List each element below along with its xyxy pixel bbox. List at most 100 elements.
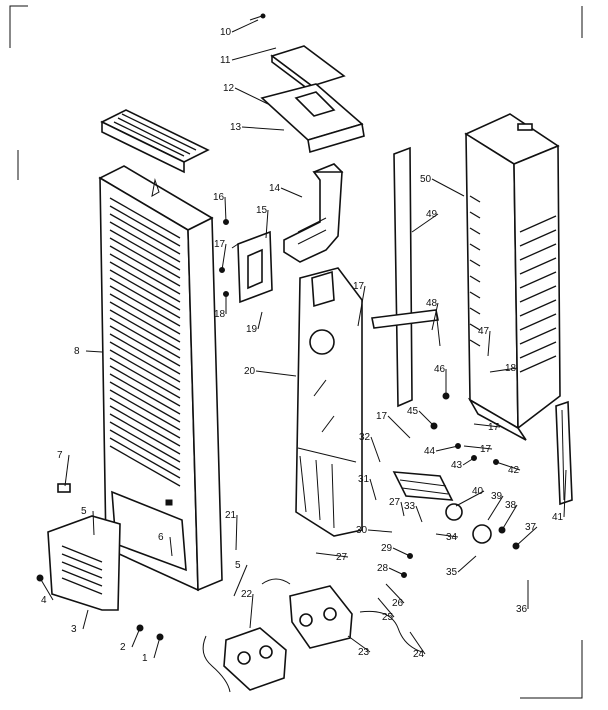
callout-leader-c50	[431, 178, 465, 197]
callout-c30: 30	[356, 525, 368, 536]
callout-c47: 47	[478, 326, 490, 337]
callout-leader-c43	[462, 457, 475, 466]
callout-c35: 35	[446, 567, 458, 578]
callout-c6: 6	[158, 532, 164, 543]
callout-c20: 20	[244, 366, 256, 377]
callout-c25: 25	[382, 612, 394, 623]
side-bracket	[555, 400, 573, 506]
callout-c50: 50	[420, 174, 432, 185]
callout-c19: 19	[246, 324, 258, 335]
top-vent-grille	[100, 109, 210, 197]
callout-leader-c6	[169, 536, 173, 557]
callout-leader-c37	[515, 526, 538, 547]
callout-leader-c47	[487, 330, 491, 357]
callout-c5b: 5	[235, 560, 241, 571]
burner-assembly	[392, 471, 492, 544]
callout-leader-c19	[257, 311, 263, 330]
callout-c12: 12	[223, 83, 235, 94]
callout-c3: 3	[71, 624, 77, 635]
callout-leader-c4	[39, 577, 54, 601]
callout-leader-c32	[370, 436, 381, 463]
callout-leader-c21	[235, 514, 238, 551]
callout-leader-c14	[280, 187, 303, 198]
callout-leader-c15	[265, 209, 269, 239]
callout-c21: 21	[225, 510, 237, 521]
callout-leader-c10	[231, 19, 259, 33]
callout-c5: 5	[81, 506, 87, 517]
callout-c4: 4	[41, 595, 47, 606]
front-grille-louvers	[109, 197, 181, 487]
callout-c27b: 27	[389, 497, 401, 508]
callout-leader-c31	[369, 478, 377, 501]
callout-leader-c7	[64, 454, 70, 487]
callout-c37: 37	[525, 522, 537, 533]
callout-c2: 2	[120, 642, 126, 653]
callout-c17e: 17	[480, 444, 492, 455]
callout-c34: 34	[446, 532, 458, 543]
callout-leader-c17e	[463, 445, 493, 450]
frame-bracket	[231, 230, 273, 304]
callout-c46: 46	[434, 364, 446, 375]
top-duct-assembly	[249, 13, 365, 154]
access-panel-louvers	[61, 545, 103, 595]
callout-leader-c24	[409, 631, 426, 655]
callout-c36: 36	[516, 604, 528, 615]
rear-cabinet-louvers	[519, 215, 557, 373]
callout-leader-c12	[234, 87, 269, 105]
callout-c41: 41	[552, 512, 564, 523]
callout-c40: 40	[472, 486, 484, 497]
frame-marks	[9, 5, 583, 699]
callout-leader-c34	[435, 533, 459, 538]
callout-leader-c17d	[473, 423, 501, 428]
callout-leader-c27	[315, 552, 349, 558]
callout-leader-c23	[347, 635, 371, 653]
callout-c45: 45	[407, 406, 419, 417]
callout-c7: 7	[57, 450, 63, 461]
callout-leader-c16	[224, 196, 227, 223]
callout-leader-c28	[388, 567, 405, 576]
rear-cabinet	[464, 113, 561, 441]
callout-leader-c8	[85, 350, 103, 353]
heat-exchanger	[295, 267, 363, 537]
access-panel	[47, 515, 121, 611]
callout-leader-c38	[501, 504, 518, 531]
callout-leader-c22	[249, 593, 254, 629]
callout-c48: 48	[426, 298, 438, 309]
callout-c13: 13	[230, 122, 242, 133]
callout-c18b: 18	[505, 363, 517, 374]
callout-c42: 42	[508, 465, 520, 476]
callout-c39: 39	[491, 491, 503, 502]
callout-c17: 17	[214, 239, 226, 250]
callout-leader-c5b	[233, 564, 248, 597]
gas-valve	[202, 578, 423, 693]
callout-leader-c25	[377, 597, 395, 618]
callout-c1: 1	[142, 653, 148, 664]
callout-c38: 38	[505, 500, 517, 511]
callout-leader-c3	[82, 609, 89, 630]
callout-c27: 27	[336, 552, 348, 563]
callout-leader-c17	[221, 243, 227, 271]
callout-leader-c2	[131, 627, 141, 648]
callout-c23: 23	[358, 647, 370, 658]
callout-leader-c11	[231, 47, 277, 61]
callout-leader-c39	[487, 495, 504, 521]
callout-c14: 14	[269, 183, 281, 194]
callout-c22: 22	[241, 589, 253, 600]
callout-leader-c18b	[489, 367, 518, 373]
callout-c31: 31	[358, 474, 370, 485]
callout-leader-c27b	[400, 501, 405, 517]
callout-c32: 32	[359, 432, 371, 443]
callout-leader-c49	[411, 213, 439, 233]
callout-leader-c26	[385, 583, 405, 604]
part-callouts: 1234556781011121314151617171717171818192…	[39, 19, 567, 664]
callout-c43: 43	[451, 460, 463, 471]
callout-leader-c35	[457, 555, 477, 573]
callout-c44: 44	[424, 446, 436, 457]
callout-leader-c42	[495, 461, 521, 471]
callout-c8: 8	[74, 346, 80, 357]
callout-c16: 16	[213, 192, 225, 203]
callout-leader-c17b	[357, 285, 366, 327]
callout-leader-c41	[563, 469, 567, 518]
callout-c18: 18	[214, 309, 226, 320]
